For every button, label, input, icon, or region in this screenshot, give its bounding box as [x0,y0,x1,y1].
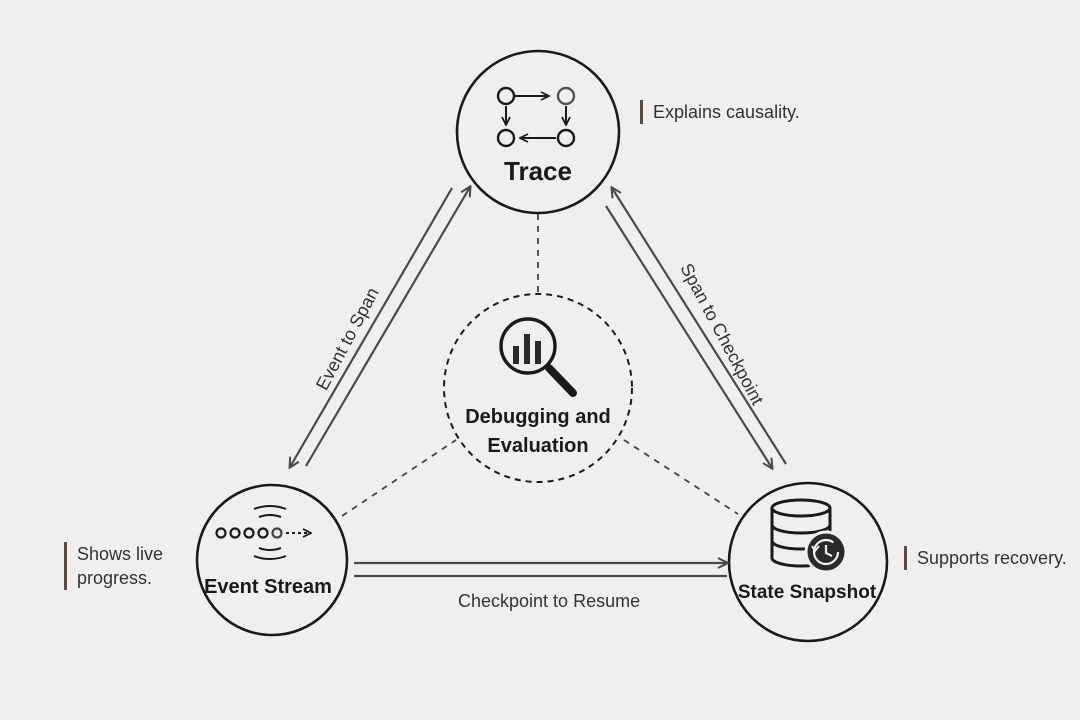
arrows-event-to-span [290,187,470,467]
connector-snapshot-hub [623,439,739,515]
arrows-checkpoint-to-resume [354,563,727,578]
state-snapshot-node-title: State Snapshot [737,582,877,603]
event-stream-circle [195,483,349,637]
hub-circle [443,293,633,483]
trace-note: Explains causality. [640,100,813,124]
trace-node-title: Trace [504,156,572,186]
arrows-span-to-checkpoint [605,188,787,468]
hub-node-title: Debugging and Evaluation [465,406,611,457]
trace-graph-icon [496,86,576,148]
connector-stream-hub [341,439,457,517]
event-stream-icon [215,505,311,560]
dashed-connectors [341,214,739,517]
trace-circle [455,49,621,215]
state-snapshot-note: Supports recovery. [904,546,1067,570]
arrow-snapshot-to-trace [612,188,787,465]
arrow-trace-to-snapshot [605,205,772,468]
edge-label-checkpoint-to-resume: Checkpoint to Resume [458,591,641,611]
database-history-icon [770,498,848,574]
magnifier-chart-icon [499,317,577,397]
arrow-stream-to-trace [305,187,470,467]
event-stream-note: Shows live progress. [64,542,207,590]
event-stream-node-title: Event Stream [204,576,332,598]
arrow-trace-to-stream [290,187,453,467]
